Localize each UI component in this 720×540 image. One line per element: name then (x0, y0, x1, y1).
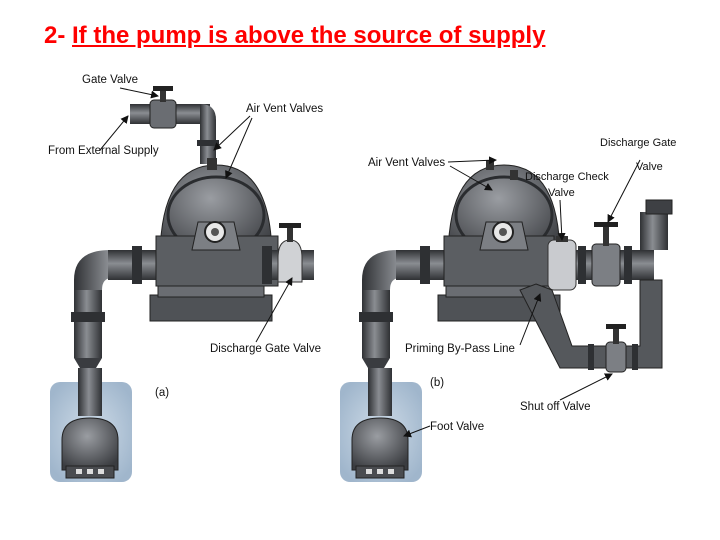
label-discharge-check-line1: Discharge Check (525, 171, 609, 183)
caption-a: (a) (155, 387, 169, 399)
foot-valve-a (61, 368, 119, 479)
label-gate-valve-a: Gate Valve (82, 74, 138, 86)
label-discharge-check-line2: Valve (548, 187, 575, 199)
priming-line-a (130, 86, 219, 170)
pump-base-a (149, 294, 273, 322)
pump-casing-a (155, 164, 279, 287)
priming-bypass-line-b (519, 279, 663, 373)
gate-valve-a (149, 86, 177, 129)
label-priming-bypass-line: Priming By-Pass Line (405, 343, 515, 355)
figure-b: Air Vent Valves Discharge Check Valve Di… (340, 137, 676, 482)
label-from-external-supply: From External Supply (48, 145, 159, 157)
shut-off-valve-b (588, 324, 638, 373)
caption-b: (b) (430, 377, 444, 389)
label-air-vent-valves-b: Air Vent Valves (368, 157, 445, 169)
label-discharge-gate-line2: Valve (636, 161, 663, 173)
slide-title: 2- If the pump is above the source of su… (44, 22, 545, 50)
figure-a: Gate Valve Air Vent Valves From External… (48, 74, 323, 482)
suction-pipe-b (359, 246, 456, 368)
title-prefix: 2- (44, 22, 73, 49)
label-air-vent-valves-a: Air Vent Valves (246, 103, 323, 115)
title-text: If the pump is above the source of suppl… (72, 22, 546, 49)
label-discharge-gate-line1: Discharge Gate (600, 137, 676, 149)
label-discharge-gate-valve-a: Discharge Gate Valve (210, 343, 321, 355)
label-shut-off-valve: Shut off Valve (520, 401, 591, 413)
discharge-check-valve-b (547, 236, 577, 291)
discharge-pipe-a (262, 223, 314, 284)
label-foot-valve: Foot Valve (430, 421, 484, 433)
discharge-gate-valve-b (591, 222, 621, 287)
foot-valve-b (351, 368, 409, 479)
discharge-line-b (547, 199, 673, 291)
